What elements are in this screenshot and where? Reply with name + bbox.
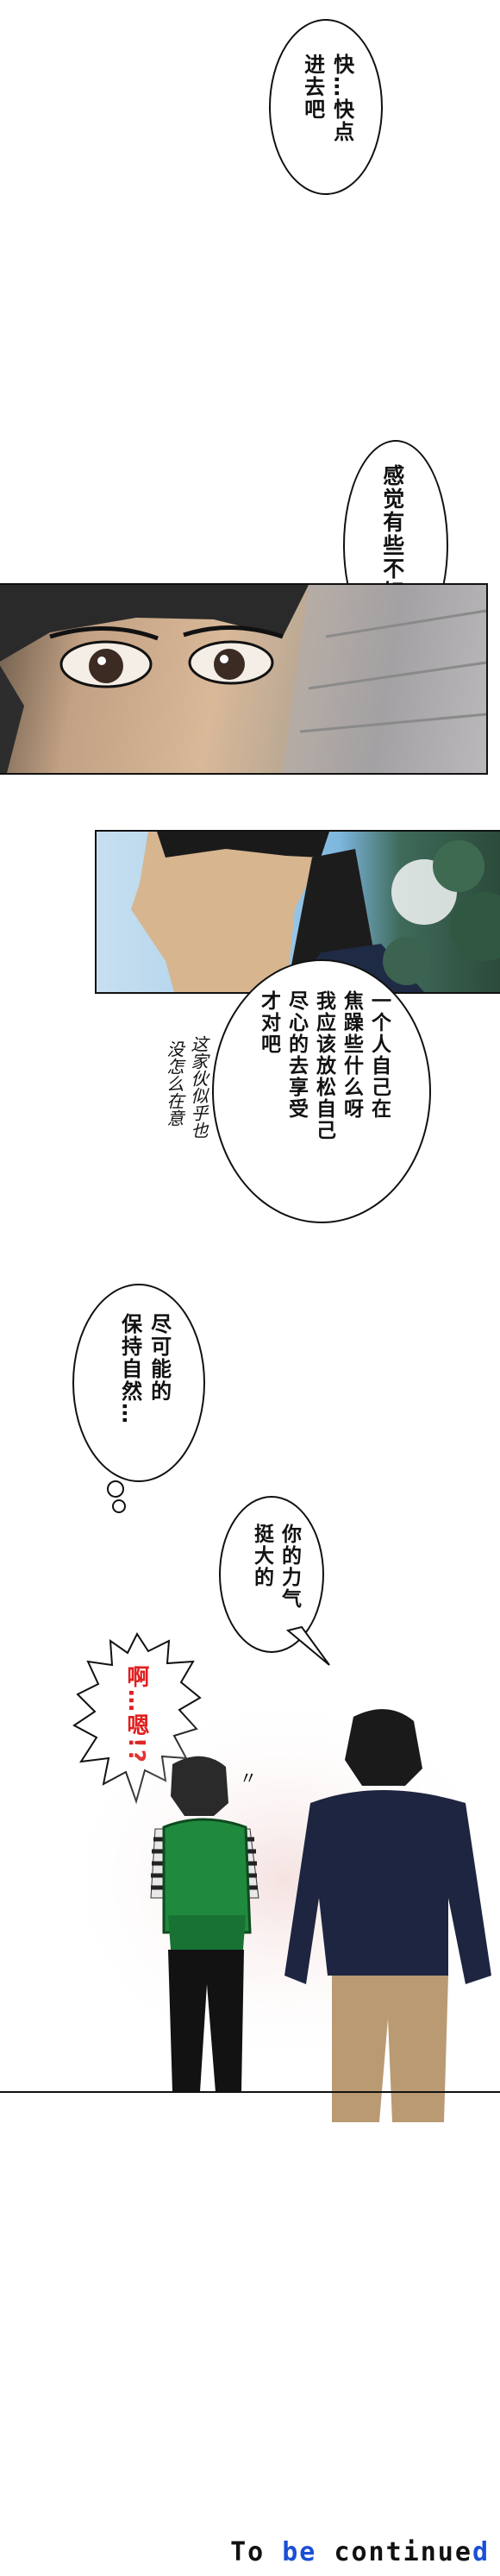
panel-profile-trees: [95, 830, 500, 994]
footer-to: To: [230, 2537, 266, 2567]
to-be-continued: To be continued: [230, 2537, 490, 2567]
thought-dot: [112, 1499, 126, 1513]
speech-bubble-hurry: [269, 19, 383, 195]
speech-text-natural-col2: 保持自然…: [117, 1313, 142, 1425]
speech-text-strong-col1: 你的力气: [278, 1524, 301, 1610]
handwritten-note-col2: 没怎么在意: [164, 1040, 184, 1127]
svg-text:〃: 〃: [240, 1768, 257, 1788]
footer-continued: continued: [334, 2537, 490, 2567]
speech-text-relax-col1: 一个人自己在: [367, 990, 391, 1120]
speech-bubble-relax: [212, 959, 431, 1223]
footer-be: be: [282, 2537, 317, 2567]
speech-text-relax-col5: 才对吧: [257, 990, 280, 1055]
speech-bubble-natural: [72, 1284, 205, 1482]
panel-eyes-closeup: [0, 583, 488, 775]
speech-text-hurry-col1: 快…快点: [329, 53, 354, 143]
panel-profile-art: [131, 832, 500, 992]
footer-continue-text: continue: [334, 2537, 472, 2567]
bubble-tail: [285, 1625, 330, 1666]
speech-text-relax-col3: 我应该放松自己: [312, 990, 335, 1141]
thought-dot: [107, 1480, 124, 1498]
speech-text-relax-col4: 尽心的去享受: [284, 990, 308, 1120]
speech-bubble-strong: [219, 1496, 324, 1653]
panel-two-characters-back: 〃: [0, 1691, 500, 2122]
footer-d: d: [472, 2537, 490, 2567]
handwritten-note-col1: 这家伙似乎也: [188, 1035, 209, 1139]
speech-text-hurry-col2: 进去吧: [300, 53, 325, 121]
speech-text-strong-col2: 挺大的: [250, 1524, 273, 1588]
panel-eyes-art: [0, 585, 486, 773]
speech-text-relax-col2: 焦躁些什么呀: [340, 990, 363, 1120]
speech-text-natural-col1: 尽可能的: [147, 1313, 172, 1403]
